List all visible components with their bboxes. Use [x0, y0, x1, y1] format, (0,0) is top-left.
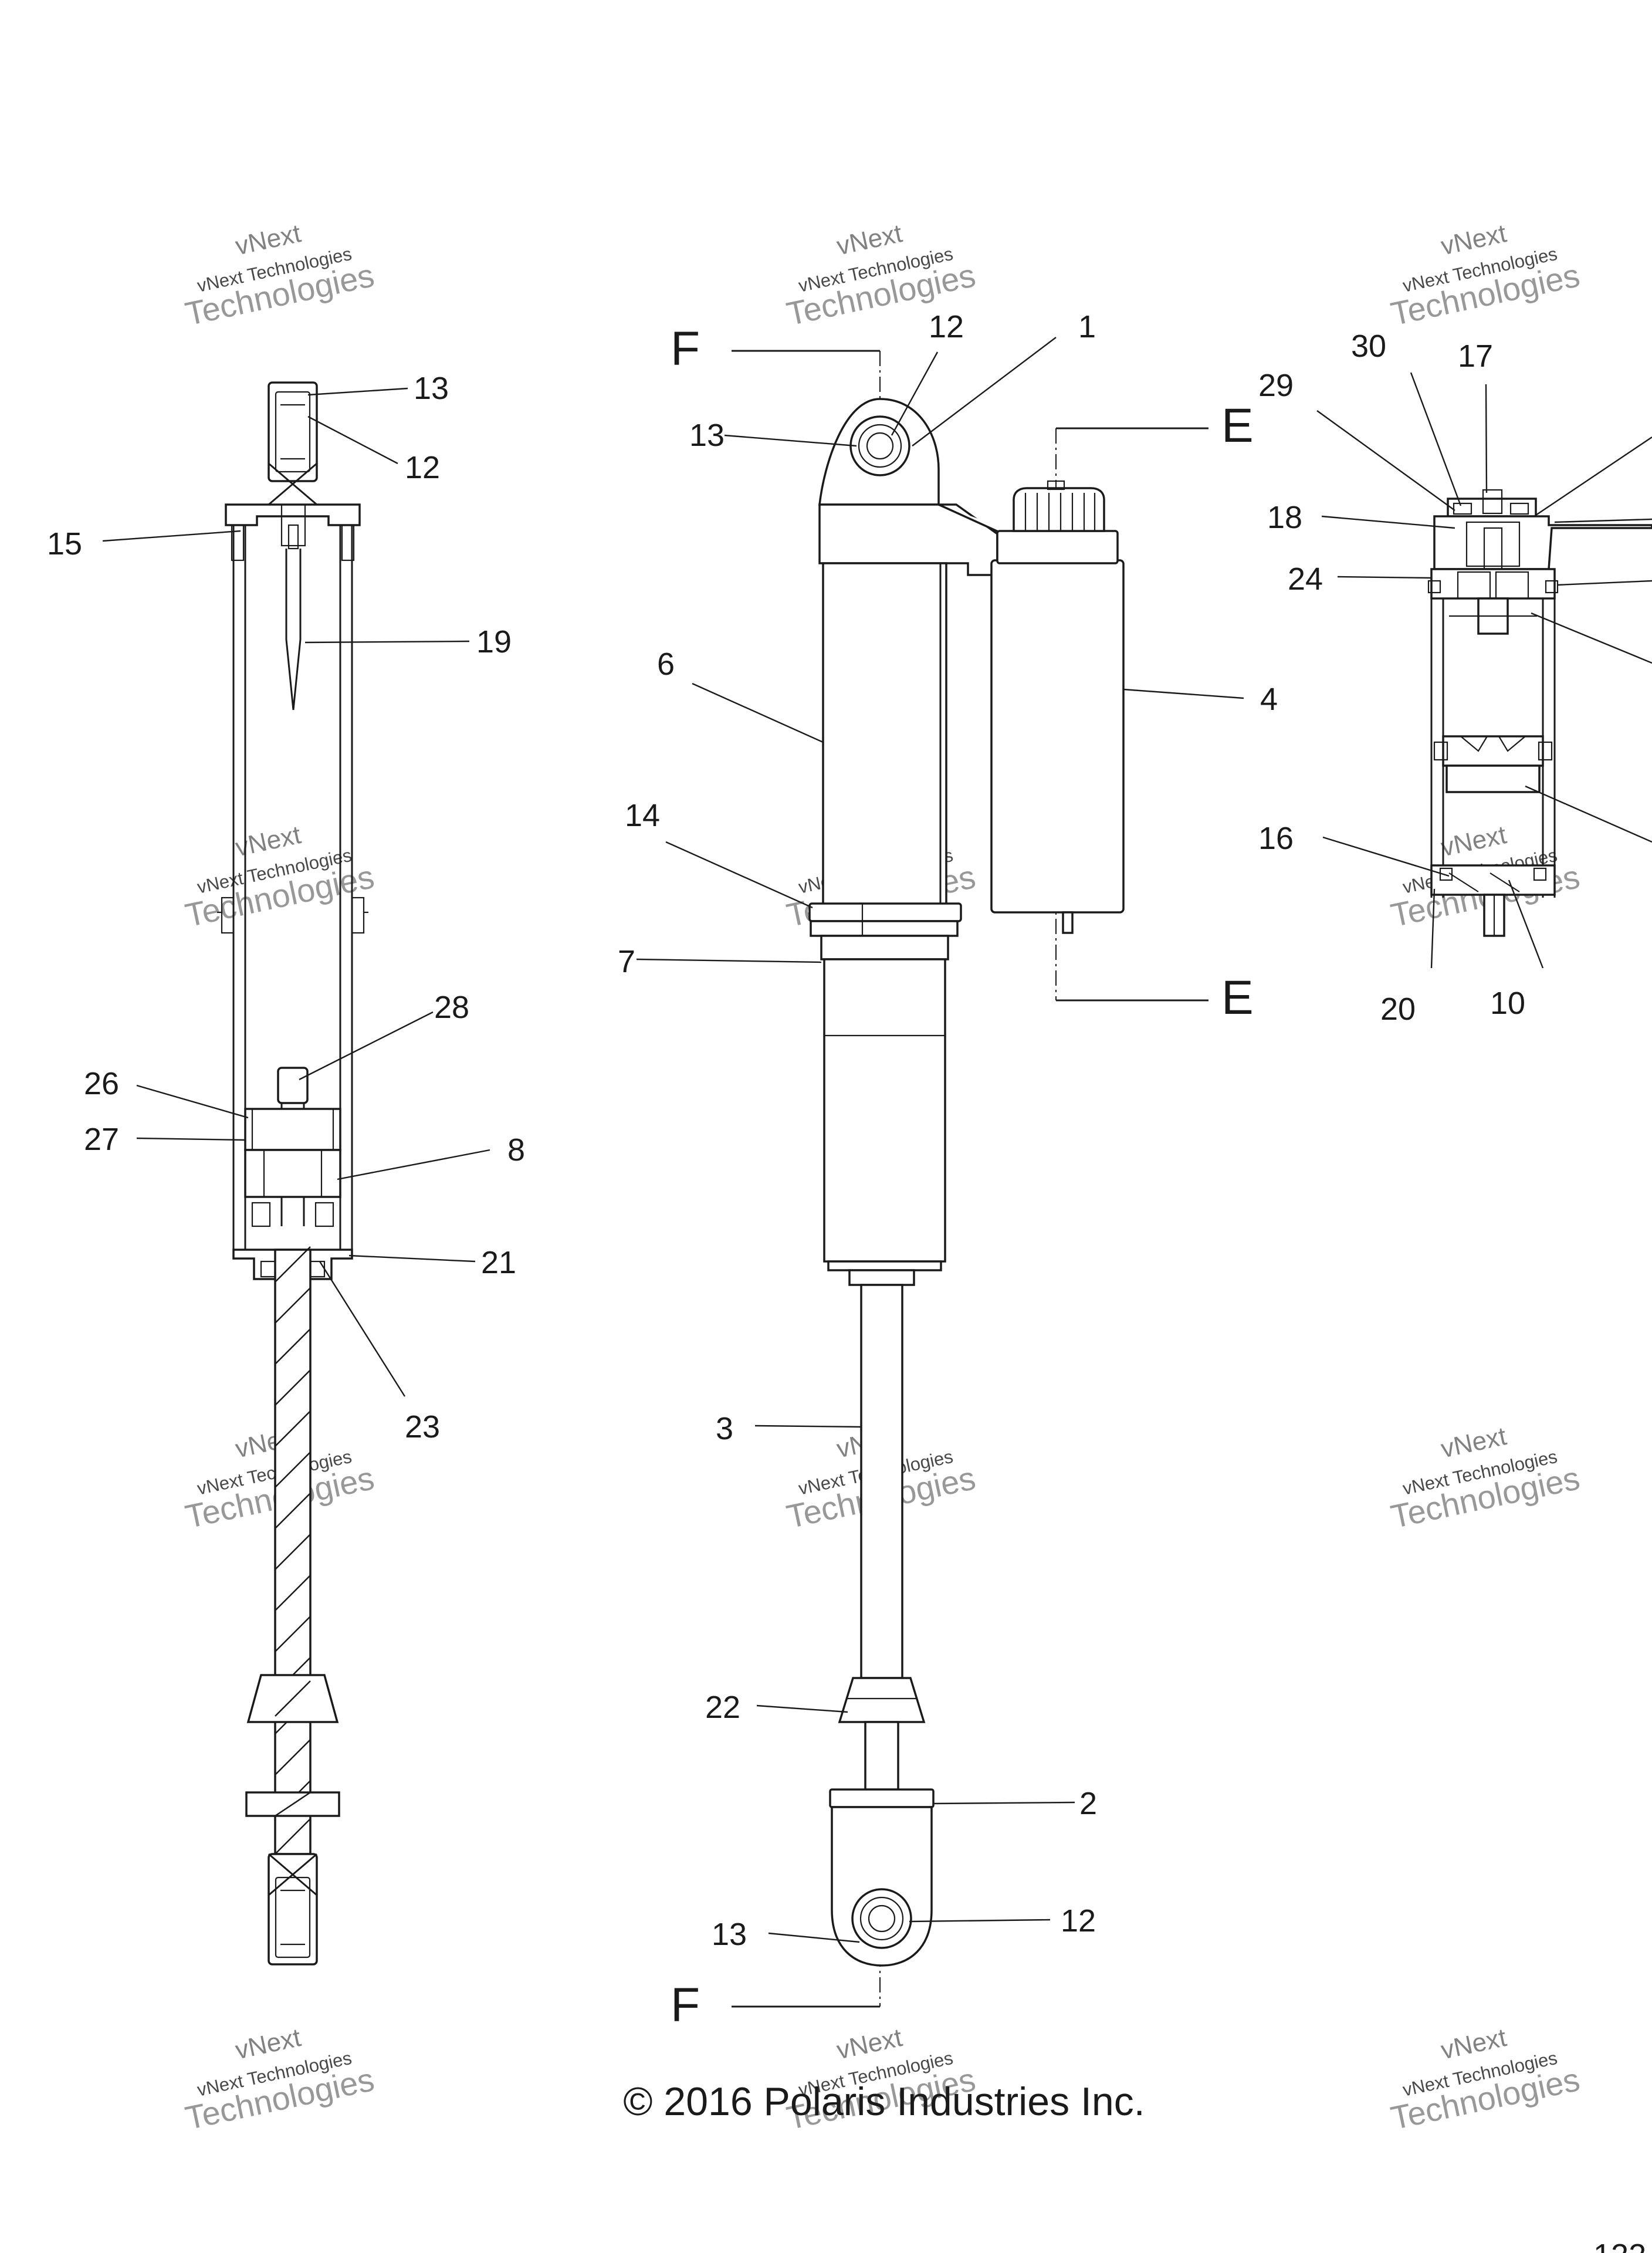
- watermark: vNext vNext Technologies Technologies: [1387, 1422, 1583, 1535]
- callout-20: 20: [1380, 992, 1416, 1027]
- svg-text:vNext: vNext: [233, 2023, 303, 2065]
- shock-assembly-view: [732, 350, 1208, 2008]
- callout-26: 26: [84, 1066, 119, 1101]
- watermark: vNext vNext Technologies Technologies: [182, 219, 377, 332]
- callout-12: 12: [405, 450, 440, 485]
- callout-30: 30: [1351, 329, 1386, 364]
- svg-text:vNext: vNext: [1438, 2023, 1509, 2065]
- callouts-right: 30 17 29 18 24 16 20 10: [1258, 329, 1525, 1027]
- leader-lines: [102, 337, 1652, 1943]
- callout-8: 8: [507, 1132, 525, 1168]
- callout-13: 13: [414, 371, 449, 406]
- callout-21: 21: [481, 1245, 516, 1280]
- callout-12: 12: [1061, 1903, 1096, 1939]
- callout-10: 10: [1490, 986, 1525, 1021]
- callout-23: 23: [405, 1409, 440, 1445]
- watermark: vNext vNext Technologies Technologies: [182, 820, 377, 933]
- callout-16: 16: [1258, 821, 1294, 856]
- svg-text:vNext: vNext: [834, 219, 905, 261]
- callouts-left: 13 12 15 19 28 26 27 8 21 23: [47, 371, 525, 1445]
- shaft-hatching: [275, 1246, 311, 1855]
- section-view-f-f: [217, 381, 368, 1966]
- callout-6: 6: [657, 647, 675, 682]
- svg-text:vNext: vNext: [1438, 820, 1509, 862]
- watermark: vNext vNext Technologies Technologies: [1387, 2023, 1583, 2136]
- callout-29: 29: [1258, 368, 1294, 403]
- svg-text:vNext: vNext: [1438, 1422, 1509, 1463]
- svg-text:vNext: vNext: [1438, 219, 1509, 261]
- section-view-e-e: [1427, 489, 1652, 937]
- callout-13: 13: [712, 1917, 747, 1952]
- callout-13: 13: [689, 418, 725, 453]
- page-number: 122: [1593, 2238, 1646, 2253]
- section-label-e-bottom: E: [1221, 971, 1254, 1024]
- callout-2: 2: [1079, 1786, 1097, 1821]
- callout-14: 14: [625, 798, 660, 833]
- callouts-center: F E E F 12 1 13 6 4 14 7 3 22 2 13 12: [618, 309, 1278, 2032]
- callout-18: 18: [1267, 500, 1302, 535]
- section-label-f-bottom: F: [671, 1978, 700, 2032]
- svg-text:vNext: vNext: [233, 820, 303, 862]
- callout-7: 7: [618, 944, 635, 979]
- callout-19: 19: [476, 624, 512, 659]
- callout-15: 15: [47, 526, 82, 561]
- callout-12: 12: [929, 309, 964, 344]
- callout-1: 1: [1078, 309, 1096, 344]
- section-label-e-top: E: [1221, 399, 1254, 452]
- watermark: vNext vNext Technologies Technologies: [1387, 219, 1583, 332]
- copyright-notice: © 2016 Polaris Industries Inc.: [623, 2079, 1145, 2124]
- svg-text:vNext: vNext: [233, 219, 303, 261]
- callout-22: 22: [705, 1690, 740, 1725]
- callout-3: 3: [716, 1411, 733, 1446]
- watermark: vNext vNext Technologies Technologies: [182, 2023, 377, 2136]
- callout-4: 4: [1260, 682, 1278, 717]
- callout-24: 24: [1288, 561, 1323, 597]
- callout-27: 27: [84, 1122, 119, 1157]
- callout-28: 28: [434, 990, 469, 1025]
- section-label-f-top: F: [671, 322, 700, 376]
- callout-17: 17: [1458, 339, 1493, 374]
- svg-text:vNext: vNext: [834, 2023, 905, 2065]
